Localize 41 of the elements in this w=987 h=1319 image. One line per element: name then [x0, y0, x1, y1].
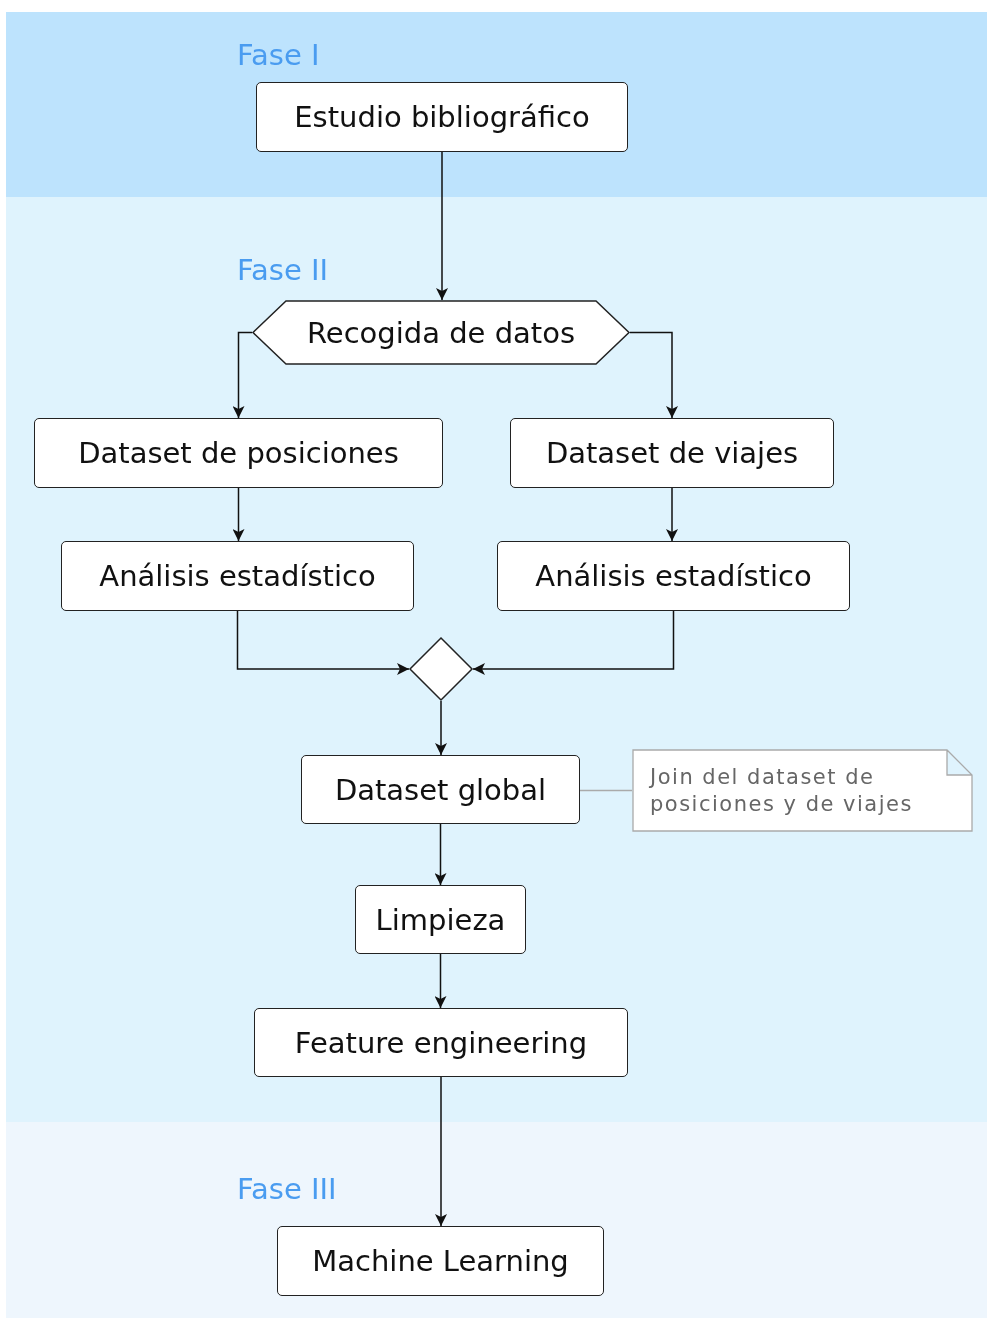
process-box — [301, 755, 580, 824]
arrow — [434, 953, 447, 1009]
arrow — [232, 487, 245, 542]
arrow — [435, 1076, 447, 1227]
step-label: Feature engineering — [294, 1025, 588, 1060]
phase-label: Fase III — [237, 1172, 337, 1206]
process-box — [497, 541, 850, 611]
step-label: Dataset de viajes — [545, 436, 799, 470]
process-box — [254, 1008, 628, 1077]
process-box — [510, 418, 834, 488]
note-text: Join del dataset de posiciones y de viajes — [648, 764, 914, 817]
arrow — [236, 610, 410, 675]
process-box — [34, 418, 443, 488]
step-label: Recogida de datos — [306, 315, 576, 350]
arrow — [472, 610, 675, 675]
step-label: Dataset global — [334, 772, 547, 807]
swimlane-band — [6, 1122, 987, 1318]
phase-label: Fase II — [237, 253, 329, 287]
arrow — [629, 331, 678, 419]
connector-line — [579, 789, 633, 792]
step-label: Machine Learning — [312, 1244, 569, 1278]
process-box — [256, 82, 628, 152]
arrow — [666, 487, 678, 542]
process-box — [61, 541, 414, 611]
swimlane-band — [6, 12, 987, 197]
arrow — [436, 151, 448, 301]
arrow — [434, 823, 447, 886]
note-box — [632, 749, 973, 832]
process-box — [355, 885, 526, 954]
step-label: Estudio bibliográfico — [294, 100, 590, 134]
step-label: Análisis estadístico — [535, 559, 812, 593]
arrow — [232, 331, 253, 419]
hexagon-box — [252, 300, 630, 365]
step-label: Dataset de posiciones — [78, 436, 399, 470]
phase-label: Fase I — [237, 38, 320, 72]
swimlane-band — [6, 197, 987, 1122]
arrow — [435, 700, 447, 756]
process-box — [277, 1226, 604, 1296]
decision-diamond — [409, 637, 473, 701]
step-label: Análisis estadístico — [99, 559, 376, 593]
step-label: Limpieza — [375, 902, 506, 937]
